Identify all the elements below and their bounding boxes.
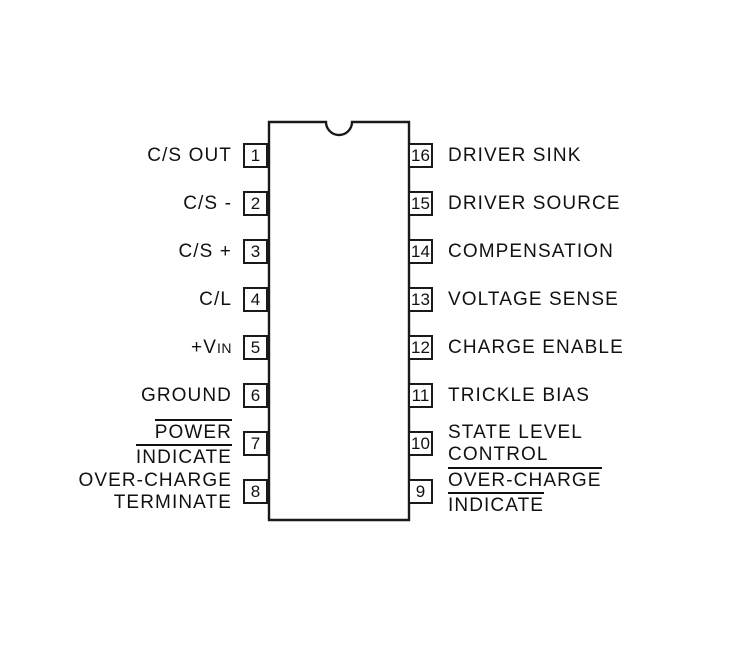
- pin-label-6: GROUND: [141, 385, 232, 407]
- pin-label-13: VOLTAGE SENSE: [448, 289, 619, 311]
- pin-number-13[interactable]: 13: [408, 287, 433, 312]
- pin-label-line: COMPENSATION: [448, 240, 614, 262]
- pin-label-line: OVER-CHARGE: [78, 469, 232, 491]
- pin-number-4[interactable]: 4: [243, 287, 268, 312]
- pin-number-1[interactable]: 1: [243, 143, 268, 168]
- pin-label-5: +VIN: [191, 337, 232, 359]
- pin-label-line: C/L: [199, 288, 232, 310]
- pin-number-6[interactable]: 6: [243, 383, 268, 408]
- pin-label-line: C/S -: [183, 192, 232, 214]
- pin-number-14[interactable]: 14: [408, 239, 433, 264]
- pin-label-line: TERMINATE: [113, 491, 232, 513]
- pin-label-line: OVER-CHARGE: [448, 466, 602, 492]
- pin-label-11: TRICKLE BIAS: [448, 385, 590, 407]
- pin-label-15: DRIVER SOURCE: [448, 193, 621, 215]
- pin-label-line: DRIVER SOURCE: [448, 192, 621, 214]
- pin-label-2: C/S -: [183, 193, 232, 215]
- pin-label-line: C/S +: [178, 240, 232, 262]
- pin-label-14: COMPENSATION: [448, 241, 614, 263]
- pin-label-line: INDICATE: [448, 491, 545, 517]
- pin-label-3: C/S +: [178, 241, 232, 263]
- pin-number-15[interactable]: 15: [408, 191, 433, 216]
- pin-label-line: CONTROL: [448, 443, 549, 465]
- pin-number-9[interactable]: 9: [408, 479, 433, 504]
- pin-label-line: STATE LEVEL: [448, 421, 583, 443]
- pin-label-line: CHARGE ENABLE: [448, 336, 624, 358]
- pin-label-line: INDICATE: [135, 443, 232, 469]
- pin-label-subscript: IN: [217, 339, 232, 356]
- pin-label-1: C/S OUT: [147, 145, 232, 167]
- pin-number-3[interactable]: 3: [243, 239, 268, 264]
- pin-number-7[interactable]: 7: [243, 431, 268, 456]
- pin-number-11[interactable]: 11: [408, 383, 433, 408]
- pin-label-12: CHARGE ENABLE: [448, 337, 624, 359]
- pin-number-2[interactable]: 2: [243, 191, 268, 216]
- chip-outline-path: [267, 120, 411, 522]
- pin-number-10[interactable]: 10: [408, 431, 433, 456]
- pin-number-16[interactable]: 16: [408, 143, 433, 168]
- pin-number-8[interactable]: 8: [243, 479, 268, 504]
- pin-label-4: C/L: [199, 289, 232, 311]
- pin-label-16: DRIVER SINK: [448, 145, 582, 167]
- pin-number-12[interactable]: 12: [408, 335, 433, 360]
- pin-label-line: POWER: [154, 418, 232, 444]
- pin-number-5[interactable]: 5: [243, 335, 268, 360]
- pin-label-line: GROUND: [140, 384, 232, 406]
- pin-label-line: VOLTAGE SENSE: [448, 288, 619, 310]
- chip-body-outline: [267, 120, 411, 522]
- pin-label-line: DRIVER SINK: [448, 144, 582, 166]
- pin-label-line: +VIN: [191, 336, 232, 358]
- pin-label-line: C/S OUT: [147, 144, 232, 166]
- pin-label-line: TRICKLE BIAS: [448, 384, 591, 406]
